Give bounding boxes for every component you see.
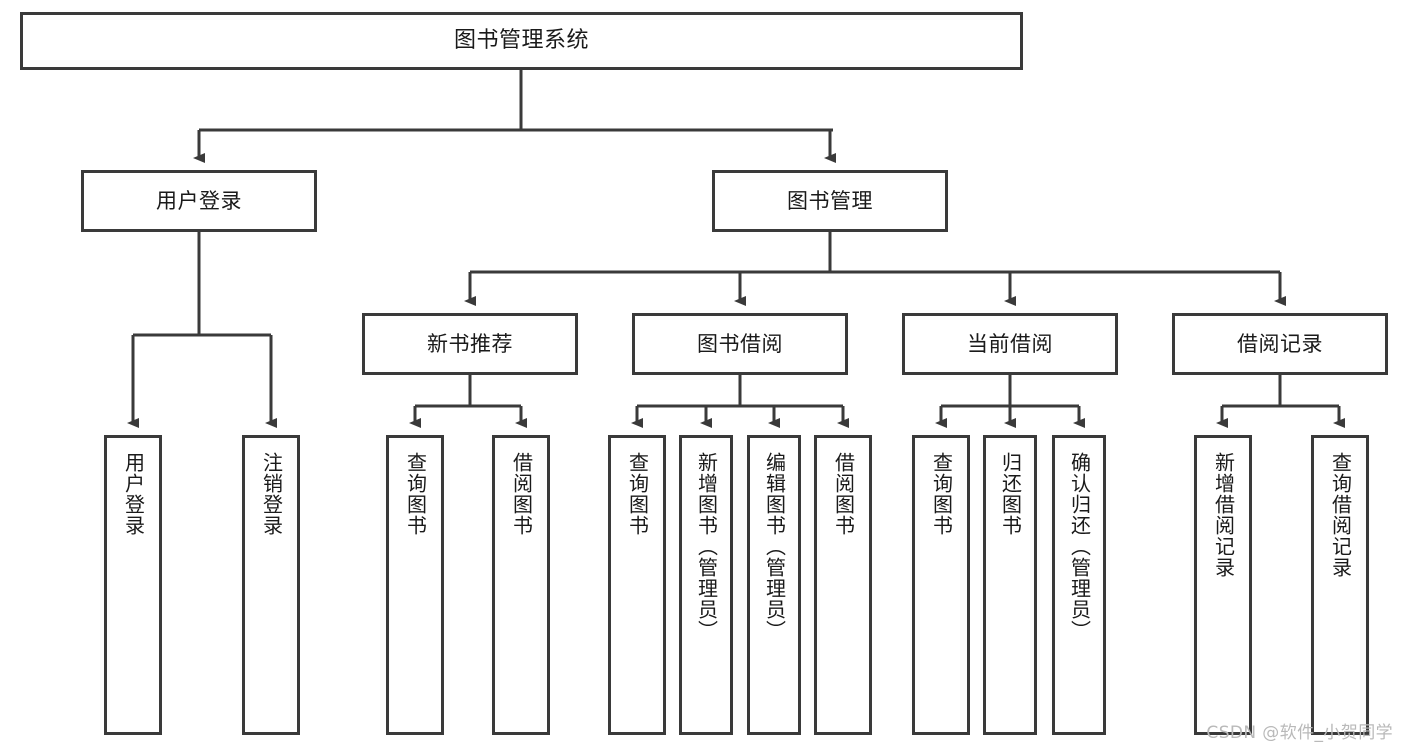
node-label: 图书管理系统	[453, 28, 589, 54]
node-label: 借阅图书	[831, 452, 856, 536]
node-label: 确认归还（管理员）	[1067, 452, 1092, 641]
leaf-user-login-login[interactable]: 用户登录	[104, 435, 162, 735]
leaf-user-login-logout[interactable]: 注销登录	[242, 435, 300, 735]
leaf-record-query-record[interactable]: 查询借阅记录	[1311, 435, 1369, 735]
node-label: 图书管理	[787, 188, 873, 213]
node-book-borrow[interactable]: 图书借阅	[632, 313, 848, 375]
node-label: 查询图书	[929, 452, 954, 536]
leaf-current-return-book[interactable]: 归还图书	[983, 435, 1037, 735]
node-label: 归还图书	[998, 452, 1023, 536]
leaf-record-add-record[interactable]: 新增借阅记录	[1194, 435, 1252, 735]
leaf-borrow-add-book[interactable]: 新增图书（管理员）	[679, 435, 733, 735]
node-user-login[interactable]: 用户登录	[81, 170, 317, 232]
node-label: 查询图书	[625, 452, 650, 536]
node-label: 查询图书	[403, 452, 428, 536]
node-label: 新书推荐	[427, 331, 513, 356]
node-label: 注销登录	[259, 452, 284, 536]
node-new-book-recommend[interactable]: 新书推荐	[362, 313, 578, 375]
node-borrow-record[interactable]: 借阅记录	[1172, 313, 1388, 375]
node-book-management[interactable]: 图书管理	[712, 170, 948, 232]
node-label: 借阅图书	[509, 452, 534, 536]
node-current-borrow[interactable]: 当前借阅	[902, 313, 1118, 375]
leaf-borrow-query-book[interactable]: 查询图书	[608, 435, 666, 735]
leaf-current-query-book[interactable]: 查询图书	[912, 435, 970, 735]
leaf-recommend-borrow-book[interactable]: 借阅图书	[492, 435, 550, 735]
node-label: 编辑图书（管理员）	[762, 452, 787, 641]
node-label: 新增图书（管理员）	[694, 452, 719, 641]
node-label: 查询借阅记录	[1328, 452, 1353, 578]
watermark-text: CSDN @软件_小贺同学	[1206, 723, 1393, 743]
node-label: 当前借阅	[967, 331, 1053, 356]
leaf-recommend-query-book[interactable]: 查询图书	[386, 435, 444, 735]
node-label: 借阅记录	[1237, 331, 1323, 356]
node-label: 图书借阅	[697, 331, 783, 356]
leaf-borrow-edit-book[interactable]: 编辑图书（管理员）	[747, 435, 801, 735]
node-label: 新增借阅记录	[1211, 452, 1236, 578]
leaf-borrow-borrow-book[interactable]: 借阅图书	[814, 435, 872, 735]
node-root-system[interactable]: 图书管理系统	[20, 12, 1023, 70]
node-label: 用户登录	[121, 452, 146, 536]
leaf-current-confirm-return[interactable]: 确认归还（管理员）	[1052, 435, 1106, 735]
node-label: 用户登录	[156, 188, 242, 213]
